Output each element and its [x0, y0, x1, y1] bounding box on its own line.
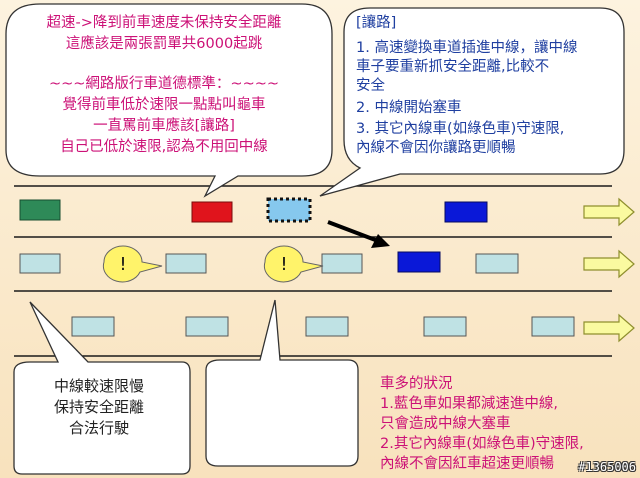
- callout-top-right-item-2: 2. 中線開始塞車: [356, 100, 462, 116]
- middle-lane-slow-car: [165, 253, 207, 274]
- warning-badge: !: [263, 245, 324, 283]
- callout-bottom-left-line-2: 保持安全距離: [53, 398, 144, 416]
- callout-top-left-line-2: 這應該是兩張罰單共6000起跳: [65, 36, 263, 52]
- inner-lane-green-car: [19, 199, 61, 221]
- middle-lane-blue-car: [397, 251, 441, 273]
- callout-bottom-left-line-3: 合法行駛: [68, 419, 129, 437]
- inner-lane-red-car: [191, 201, 233, 223]
- note-line-3: 2.其它內線車(如綠色車)守速限,: [380, 436, 584, 452]
- direction-arrows: [583, 197, 635, 343]
- warning-symbol: !: [119, 254, 126, 275]
- middle-lane-slow-car: [19, 253, 61, 274]
- note-title: 車多的狀況: [380, 376, 453, 392]
- direction-arrow-outer-lane: [583, 313, 635, 343]
- lane-change-arrow: [327, 220, 390, 248]
- outer-lane-slow-car: [71, 316, 115, 337]
- callout-top-right-title: [讓路]: [356, 15, 397, 31]
- note-line-4: 內線不會因紅車超速更順暢: [380, 456, 554, 472]
- callout-top-left-line-5: 一直罵前車應該[讓路]: [93, 118, 235, 134]
- inner-lane-blue-car: [444, 201, 488, 223]
- speech-bubble-bottom-left: [13, 301, 191, 475]
- inserting-car-outline: [266, 197, 312, 223]
- speech-bubble-bottom-middle: [205, 299, 359, 467]
- callout-top-right-item-1: 1. 高速變換車道插進中線，讓中線: [356, 40, 578, 56]
- speech-bubble-top-right: [319, 7, 625, 197]
- outer-lane-slow-car: [305, 316, 349, 337]
- callout-top-left-line-3: ~~~網路版行車道德標準：~~~~: [48, 76, 280, 92]
- callout-top-left-line-6: 自己已低於速限,認為不用回中線: [60, 139, 268, 155]
- warning-symbol: !: [280, 254, 287, 275]
- callout-top-right-item-1-cont: 車子要重新抓安全距離,比較不: [356, 59, 550, 75]
- warning-badge: !: [102, 245, 163, 283]
- note-line-2: 只會造成中線大塞車: [380, 416, 511, 432]
- lane-lines: [14, 185, 612, 357]
- callout-top-left-line-1: 超速->降到前車速度未保持安全距離: [46, 15, 282, 31]
- outer-lane-slow-car: [185, 316, 229, 337]
- outer-lane-slow-car: [423, 316, 467, 337]
- direction-arrow-middle-lane: [583, 249, 635, 279]
- direction-arrow-inner-lane: [583, 197, 635, 227]
- note-line-1: 1.藍色車如果都減速進中線,: [380, 396, 558, 412]
- speech-bubble-top-left: [5, 3, 333, 198]
- outer-lane-slow-car: [531, 316, 575, 337]
- callout-bottom-left-line-1: 中線較速限慢: [53, 377, 144, 395]
- callout-top-right-item-3: 3. 其它內線車(如綠色車)守速限,: [356, 121, 565, 137]
- callout-top-left-line-4: 覺得前車低於速限一點點叫龜車: [62, 97, 266, 113]
- watermark: #1365006: [578, 460, 636, 474]
- middle-lane-slow-car: [475, 253, 519, 274]
- callout-top-right-item-1-cont2: 安全: [356, 78, 385, 94]
- middle-lane-slow-car: [321, 253, 363, 274]
- callout-top-right-item-3-cont: 內線不會因你讓路更順暢: [356, 140, 516, 156]
